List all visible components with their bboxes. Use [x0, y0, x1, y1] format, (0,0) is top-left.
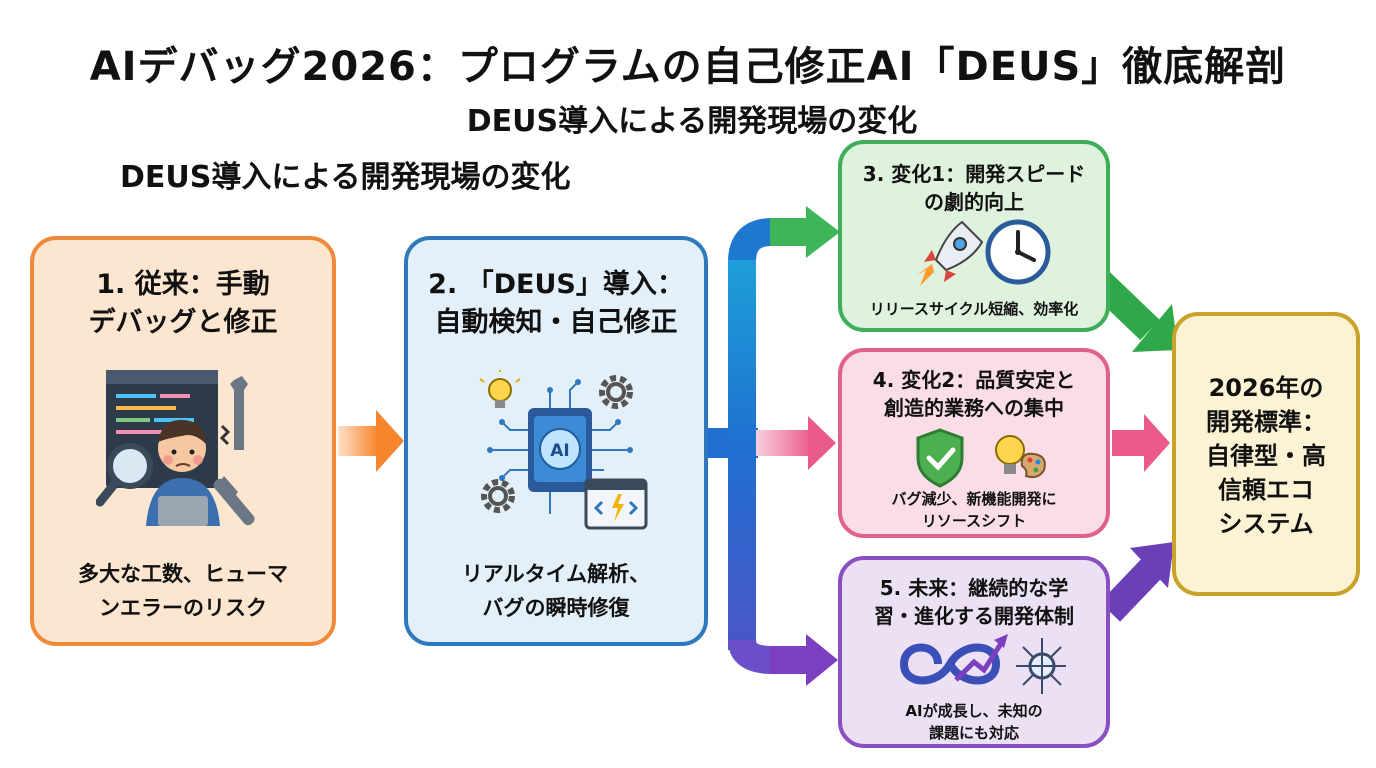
box-future-desc-2: 課題にも対応	[928, 724, 1019, 742]
box-standard-line-5: システム	[1218, 510, 1314, 538]
rocket-icon	[916, 220, 984, 286]
box-change2-title-2: 創造的業務への集中	[884, 396, 1064, 420]
clock-icon	[985, 219, 1051, 285]
box-standard: 2026年の 開発標準： 自律型・高 信頼エコ システム	[1172, 312, 1360, 596]
wrench-icon	[230, 376, 248, 450]
box-change1-title-2: の劇的向上	[924, 190, 1024, 214]
arrow-future-to-standard	[1099, 542, 1174, 622]
box-standard-line-4: 信頼エコ	[1218, 476, 1314, 504]
box-change2: 4. 変化2：品質安定と 創造的業務への集中 バグ減少、新機能開発に リソースシ…	[838, 348, 1110, 538]
box-change2-title-1: 4. 変化2：品質安定と	[872, 368, 1076, 392]
box-deus: 2. 「DEUS」導入： 自動検知・自己修正 AI	[404, 236, 708, 646]
box-standard-line-3: 自律型・高	[1206, 442, 1326, 470]
section-heading: DEUS導入による開発現場の変化	[120, 160, 571, 195]
lightbulb-icon	[479, 370, 521, 408]
box-traditional-desc-2: ンエラーのリスク	[99, 596, 267, 620]
lightbulb-palette-icon	[995, 435, 1046, 479]
box-deus-desc-1: リアルタイム解析、	[461, 562, 651, 586]
box-traditional-desc-1: 多大な工数、ヒューマ	[78, 562, 288, 586]
box-future-title-2: 習・進化する開発体制	[874, 604, 1074, 628]
box-future-desc-1: AIが成長し、未知の	[905, 702, 1043, 720]
box-traditional-title-2: デバッグと修正	[88, 307, 278, 338]
box-future: 5. 未来：継続的な学 習・進化する開発体制 AIが成長し、未知の 課題にも対応	[838, 556, 1110, 748]
box-traditional: 1. 従来：手動 デバッグと修正 多大な工数、ヒューマ ンエラーのリスク	[30, 236, 336, 646]
programmer-with-magnifier-icon	[96, 370, 255, 526]
branch-connector	[708, 206, 840, 686]
box-deus-desc-2: バグの瞬時修復	[482, 596, 630, 620]
box-change1-title-1: 3. 変化1：開発スピード	[862, 162, 1086, 186]
box-deus-title-2: 自動検知・自己修正	[434, 307, 678, 338]
page-subtitle: DEUS導入による開発現場の変化	[466, 104, 918, 139]
gear-icon	[481, 375, 633, 513]
box-traditional-title-1: 1. 従来：手動	[96, 269, 270, 300]
page-title: AIデバッグ2026：プログラムの自己修正AI「DEUS」徹底解剖	[89, 44, 1287, 90]
network-globe-icon	[1016, 638, 1066, 694]
ai-chip-label: AI	[550, 441, 569, 461]
box-standard-line-2: 開発標準：	[1206, 408, 1326, 436]
shield-check-icon	[916, 428, 964, 488]
box-future-title-1: 5. 未来：継続的な学	[879, 576, 1069, 600]
infinity-growth-icon	[899, 634, 1008, 685]
arrow-change1-to-standard	[1090, 271, 1178, 352]
box-standard-line-1: 2026年の	[1208, 374, 1324, 402]
code-window-icon	[584, 478, 648, 530]
box-deus-title-1: 2. 「DEUS」導入：	[428, 269, 684, 300]
box-change1-desc: リリースサイクル短縮、効率化	[869, 300, 1079, 318]
ai-chip-icon: AI	[528, 408, 592, 492]
box-change2-desc-1: バグ減少、新機能開発に	[891, 490, 1057, 508]
box-change1: 3. 変化1：開発スピード の劇的向上 リリースサイクル短縮、効率化	[838, 140, 1110, 332]
box-change2-desc-2: リソースシフト	[921, 512, 1027, 530]
arrow-change2-to-standard	[1112, 414, 1170, 472]
arrow-traditional-to-deus	[338, 410, 404, 472]
